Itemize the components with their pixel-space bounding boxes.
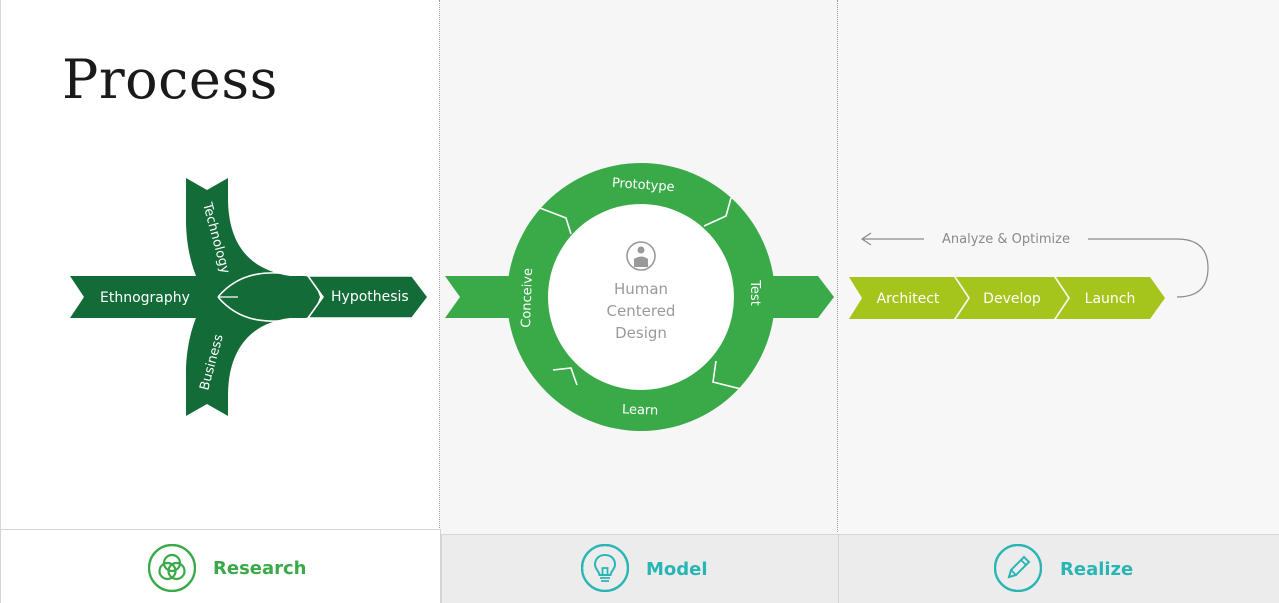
research-diagram: Ethnography Hypothesis Technology Busine…: [70, 178, 430, 416]
pencil-icon: [994, 544, 1042, 592]
tab-research[interactable]: Research: [0, 529, 441, 603]
lightbulb-icon: [581, 544, 629, 592]
stage-learn: Learn: [622, 402, 659, 418]
hypothesis-arrow: [306, 275, 430, 319]
center-line-1: Human: [614, 280, 668, 298]
cycle-center: [548, 204, 734, 390]
realize-panel: [838, 0, 1279, 535]
model-diagram: Human Centered Design Prototype Test Lea…: [445, 163, 834, 431]
tab-realize-label: Realize: [1060, 559, 1134, 580]
step-architect-label: Architect: [877, 291, 940, 307]
launch-step: [1056, 277, 1165, 319]
tab-research-label: Research: [213, 558, 307, 579]
hypothesis-label: Hypothesis: [331, 289, 409, 305]
feedback-loop-line: [1088, 238, 1209, 298]
tab-model-label: Model: [646, 559, 708, 580]
stage-conceive: Conceive: [519, 268, 536, 328]
stage-test: Test: [747, 279, 762, 306]
feedback-label: Analyze & Optimize: [942, 232, 1070, 247]
ethnography-arrow: [70, 276, 238, 318]
process-diagram: Ethnography Hypothesis Technology Busine…: [70, 163, 1209, 431]
center-line-2: Centered: [607, 302, 676, 320]
step-develop-label: Develop: [983, 291, 1041, 307]
segment-separators: [539, 197, 742, 390]
stage-prototype: Prototype: [611, 176, 675, 195]
realize-diagram: Architect Develop Launch Analyze & Optim…: [849, 232, 1209, 319]
venn-circles-icon: [148, 544, 196, 592]
input-arrow: [445, 276, 512, 318]
center-line-3: Design: [615, 324, 667, 342]
page-title: Process: [62, 48, 278, 111]
arrow-left-icon: [860, 232, 924, 246]
architect-step: [849, 277, 968, 319]
section-tabs: Research Model Realize: [0, 529, 1279, 603]
convergence-body: [210, 276, 320, 318]
tab-model[interactable]: Model: [441, 534, 838, 603]
divider-model-realize: [837, 0, 838, 532]
divider-research-model: [439, 0, 440, 530]
output-arrow: [770, 276, 834, 318]
ethnography-label: Ethnography: [100, 290, 190, 306]
tab-realize[interactable]: Realize: [838, 534, 1279, 603]
person-icon: [626, 241, 656, 271]
develop-step: [956, 277, 1068, 319]
step-launch-label: Launch: [1085, 291, 1136, 307]
